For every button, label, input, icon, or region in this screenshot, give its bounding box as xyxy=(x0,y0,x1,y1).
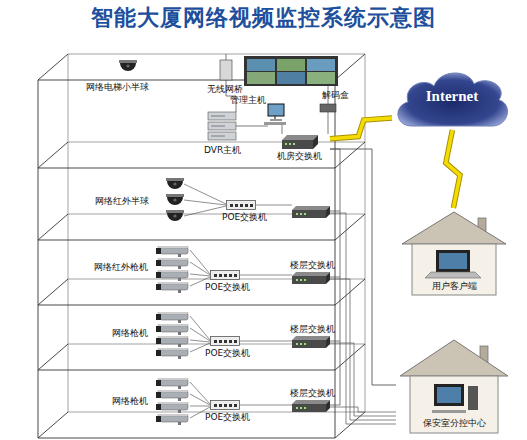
management-pc-stand xyxy=(270,116,282,120)
node-text: 用户客户端 xyxy=(398,281,510,292)
management-pc-monitor xyxy=(268,104,284,116)
network-link xyxy=(330,149,396,385)
device-label: 无线网桥 xyxy=(207,84,243,95)
bullet-camera xyxy=(156,312,188,323)
wireless-bridge xyxy=(220,60,232,80)
decoder-box xyxy=(320,104,336,112)
monitor-screen xyxy=(307,72,335,84)
floor2-wires xyxy=(190,316,292,352)
desktop-display xyxy=(437,387,461,403)
device-label: 网络枪机 xyxy=(112,328,148,339)
bullet-camera xyxy=(156,390,188,401)
building-front-lines xyxy=(38,54,365,438)
poe-switch xyxy=(211,271,240,280)
house-roof xyxy=(402,212,506,244)
switch-top xyxy=(282,135,318,140)
poe-switch xyxy=(211,337,240,346)
device-label: 解码盒 xyxy=(322,90,349,101)
device-label: POE交换机 xyxy=(205,282,250,293)
device-label: POE交换机 xyxy=(205,348,250,359)
node-text: 机房交换机 xyxy=(268,151,330,162)
bullet-camera xyxy=(156,336,188,347)
lightning-link xyxy=(446,130,460,208)
diagram-node: 用户客户端 xyxy=(398,208,510,296)
floor-switch xyxy=(292,336,330,348)
management-pc-keyboard xyxy=(264,122,286,125)
floor-switch xyxy=(292,206,330,218)
bullet-camera xyxy=(156,414,188,425)
security-wires xyxy=(330,213,396,424)
infrared-bullet-camera xyxy=(156,246,188,257)
floor3-wires xyxy=(190,250,292,286)
diagram-node: Internet xyxy=(392,66,512,130)
lightning-outline xyxy=(446,130,460,208)
monitor-screen xyxy=(277,72,305,84)
device-label: POE交换机 xyxy=(222,212,267,223)
infrared-bullet-camera xyxy=(156,282,188,293)
bullet-camera xyxy=(156,402,188,413)
infrared-dome-camera xyxy=(166,210,184,221)
poe-switch xyxy=(211,401,240,410)
device-label: 网络电梯小半球 xyxy=(86,82,149,93)
device-label: 网络枪机 xyxy=(112,396,148,407)
poe-switch xyxy=(227,201,256,210)
lightning-link xyxy=(330,118,392,139)
device-label: 楼层交换机 xyxy=(290,388,335,399)
infrared-bullet-camera xyxy=(156,270,188,281)
device-label: 网络红外半球 xyxy=(95,196,149,207)
infrared-dome-camera xyxy=(166,178,184,189)
monitor-screen xyxy=(277,59,305,71)
infrared-bullet-camera xyxy=(156,258,188,269)
floor-switch xyxy=(292,400,330,412)
diagram-node: 保安室分控中心 xyxy=(396,336,512,434)
riser-wires xyxy=(330,149,340,405)
monitor-wall xyxy=(244,56,338,86)
bullet-camera xyxy=(156,348,188,359)
diagram-title: 智能大厦网络视频监控系统示意图 xyxy=(0,4,527,32)
diagram-node: 机房交换机 xyxy=(268,134,330,164)
switch-leds xyxy=(285,143,295,145)
lightning-stroke xyxy=(330,118,392,139)
dvr-server-slots xyxy=(211,116,225,136)
bullet-camera xyxy=(156,324,188,335)
monitor-screen xyxy=(247,59,275,71)
desktop-tower xyxy=(468,386,478,410)
device-label: POE交换机 xyxy=(205,412,250,423)
switch-front xyxy=(282,140,313,149)
infrared-dome-camera xyxy=(166,194,184,205)
laptop-screen xyxy=(436,250,470,272)
switch-side xyxy=(313,135,318,149)
laptop-base xyxy=(425,272,481,278)
monitor-screen xyxy=(307,59,335,71)
lightning-stroke xyxy=(446,130,460,208)
device-label: 楼层交换机 xyxy=(290,324,335,335)
laptop-display xyxy=(439,253,467,269)
lightning-outline xyxy=(330,118,392,139)
floor-switch xyxy=(292,272,330,284)
device-label: 网络红外枪机 xyxy=(94,262,148,273)
desktop-keyboard xyxy=(432,410,466,413)
bullet-camera xyxy=(156,378,188,389)
monitor-screen xyxy=(247,72,275,84)
desktop-monitor xyxy=(434,384,464,406)
node-text: 保安室分控中心 xyxy=(396,418,512,429)
house-roof xyxy=(400,340,508,376)
bridge-antenna xyxy=(226,54,227,60)
link-line xyxy=(330,149,396,385)
elevator-dome-camera xyxy=(119,60,137,71)
node-text: Internet xyxy=(392,87,512,105)
device-label: 楼层交换机 xyxy=(290,260,335,271)
device-label: DVR主机 xyxy=(204,145,241,156)
device-label: 管理主机 xyxy=(230,95,266,106)
building-back-lines xyxy=(68,54,365,412)
floor4-wires xyxy=(184,184,292,216)
